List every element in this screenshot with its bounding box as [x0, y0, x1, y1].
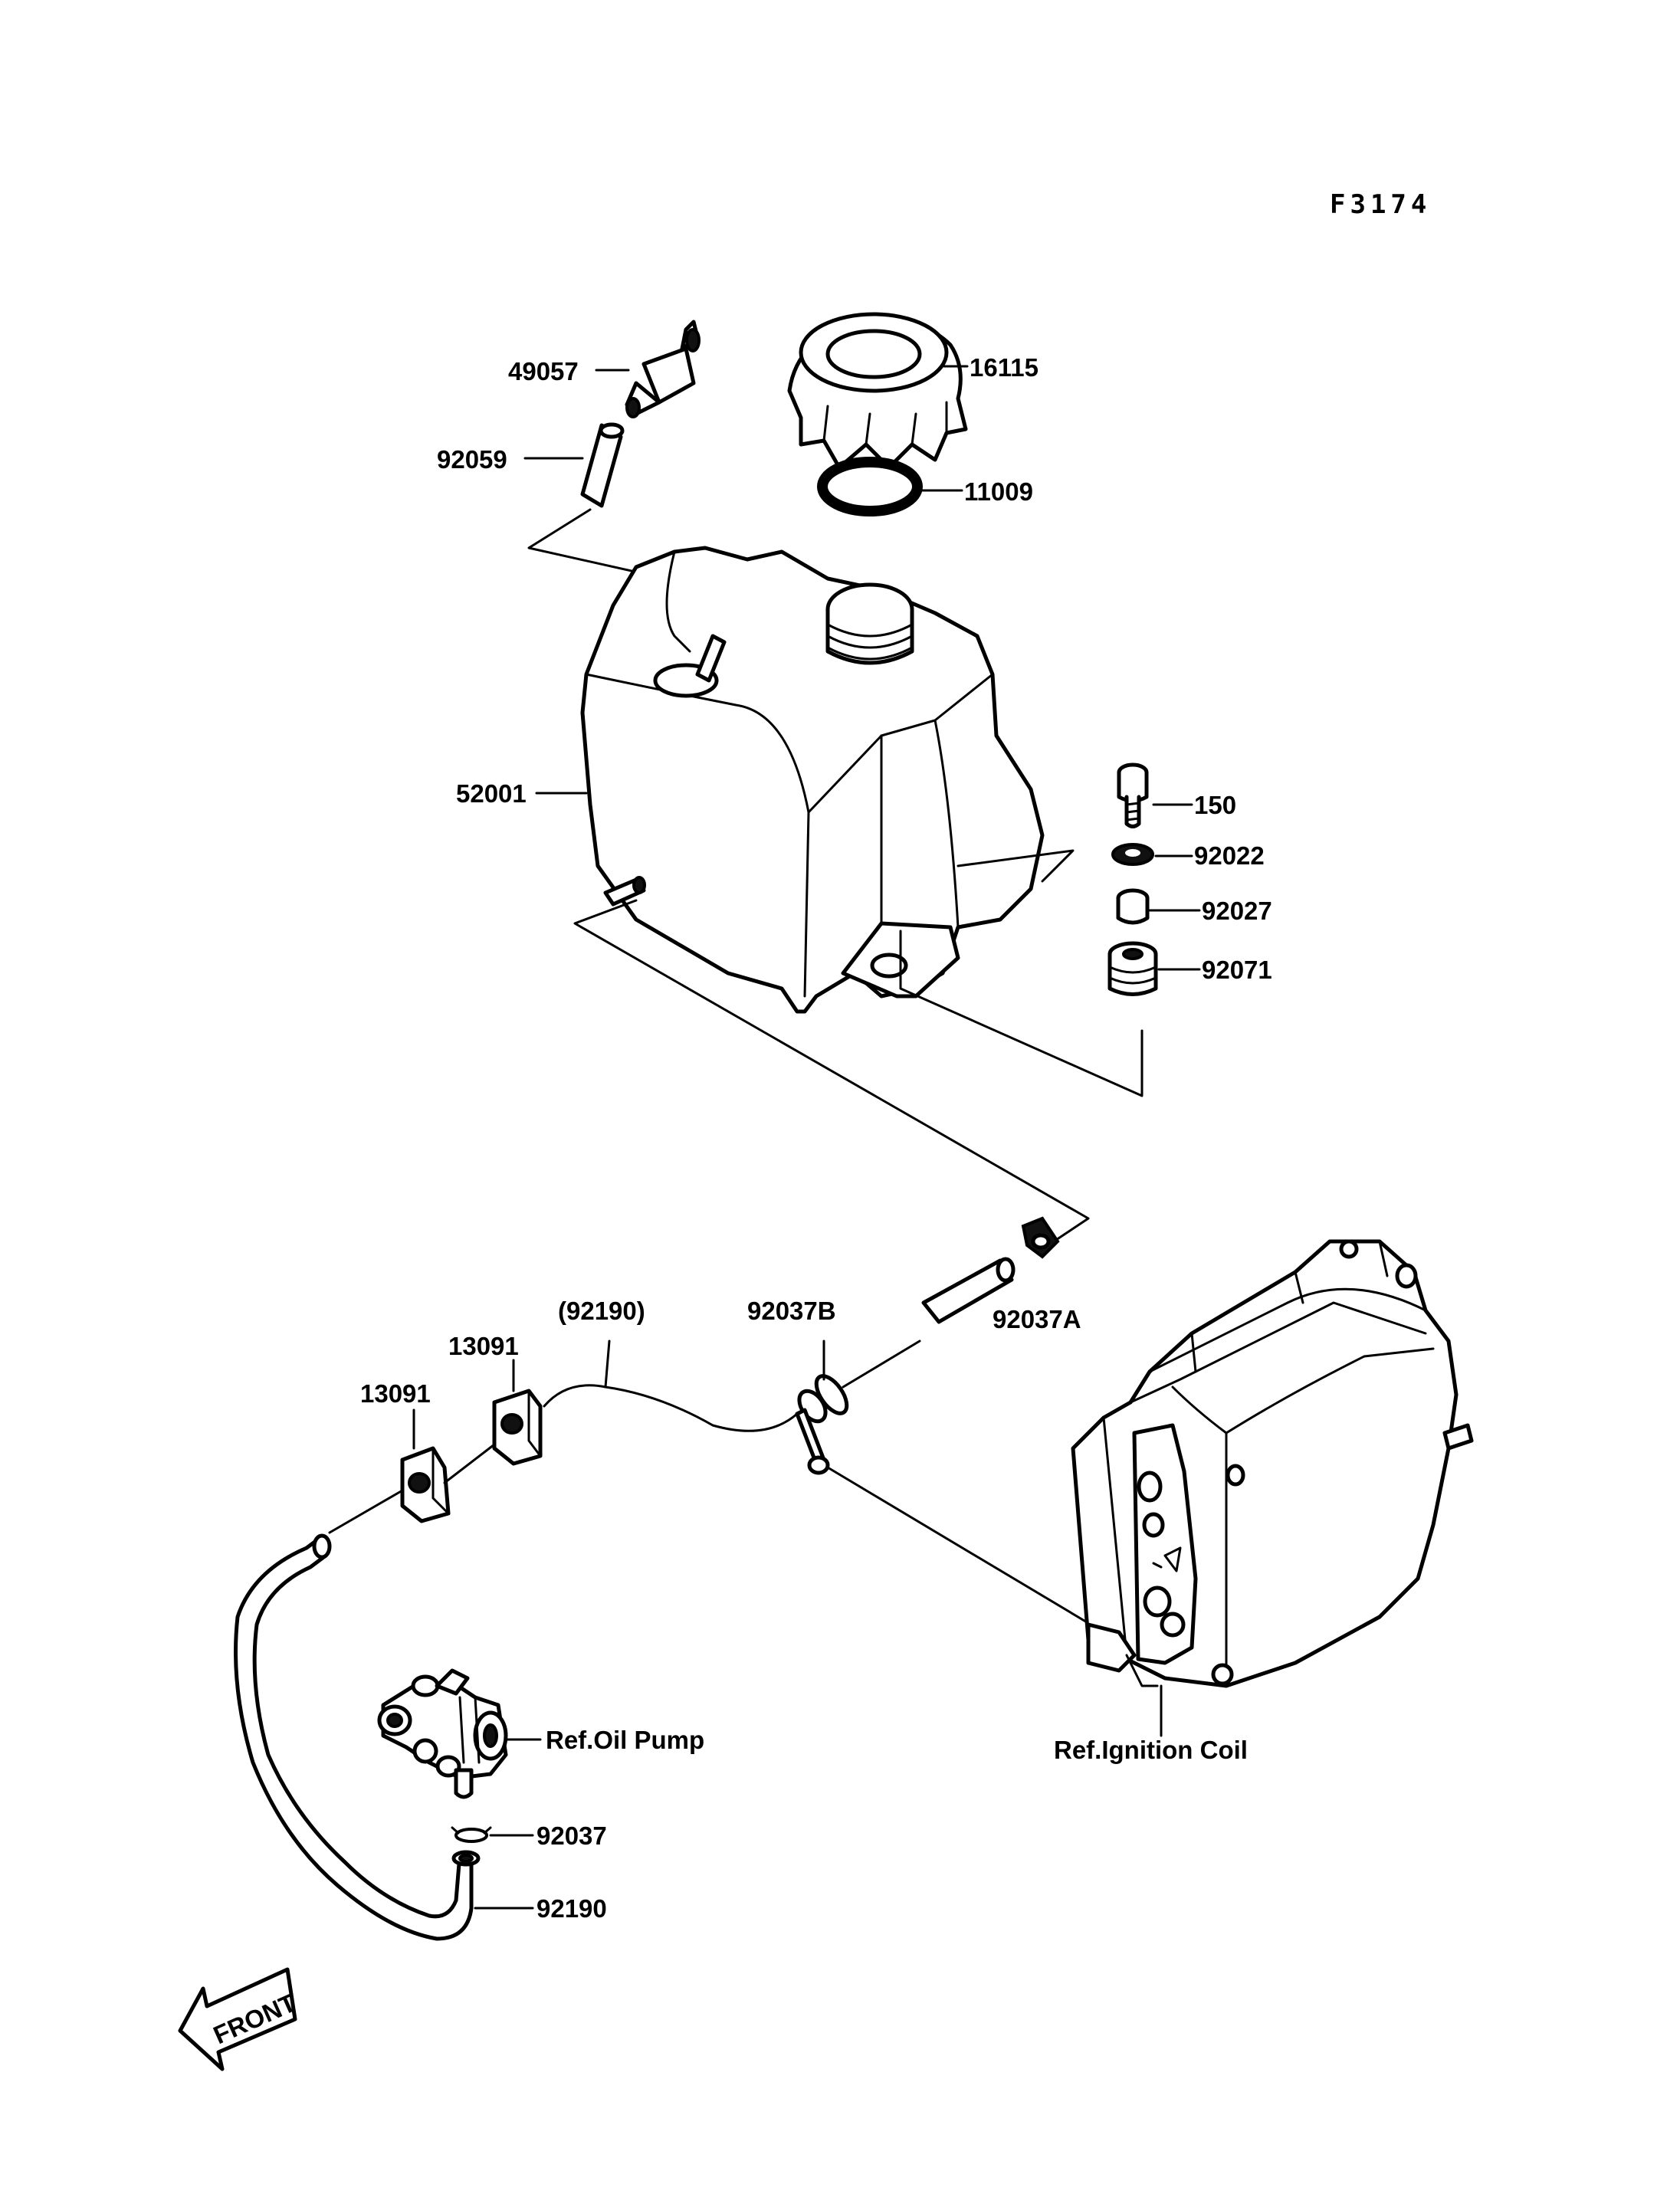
grommet-13091-lower: [400, 1446, 451, 1523]
leader-hose-to-clamp: [842, 1340, 921, 1389]
clip-92037: [451, 1826, 492, 1843]
oil-pump: [377, 1668, 508, 1799]
label-16115: 16115: [970, 353, 1039, 382]
label-13091-lower: 13091: [360, 1379, 431, 1408]
hose-segment: [921, 1257, 1016, 1324]
oil-hose-92190: [234, 1533, 481, 1941]
label-92059: 92059: [437, 445, 507, 474]
fuel-cap-16115: [787, 312, 968, 470]
label-11009: 11009: [964, 477, 1033, 506]
label-92190-ref: (92190): [558, 1297, 645, 1325]
label-150: 150: [1194, 791, 1236, 819]
leader-92190-ref: [604, 1340, 611, 1389]
label-ref-oil-pump: Ref.Oil Pump: [546, 1726, 704, 1754]
label-92022: 92022: [1194, 841, 1265, 870]
label-92027: 92027: [1202, 897, 1272, 925]
bolt-150: [1117, 762, 1149, 828]
hose-92190-ref: [543, 1384, 799, 1432]
label-49057: 49057: [508, 357, 579, 385]
clamp-92037A: [1021, 1216, 1060, 1259]
vent-valve-49057: [625, 320, 701, 418]
label-92071: 92071: [1202, 956, 1272, 984]
leader-tank-to-clamp: [573, 899, 1090, 1243]
grommet-13091-upper: [492, 1389, 543, 1466]
label-92037A: 92037A: [993, 1305, 1081, 1333]
figure-code: F3174: [1330, 189, 1431, 220]
damper-92071: [1107, 941, 1158, 996]
front-arrow: FRONT: [178, 1967, 300, 2071]
washer-92022: [1111, 843, 1154, 866]
clamp-92037B: [795, 1374, 849, 1475]
label-13091-upper: 13091: [448, 1332, 519, 1360]
leader-grommets: [328, 1443, 496, 1534]
label-ref-ignition-coil: Ref.Ignition Coil: [1054, 1736, 1248, 1764]
label-52001: 52001: [456, 779, 527, 808]
gasket-11009: [817, 457, 923, 516]
label-92190: 92190: [536, 1894, 607, 1923]
ignition-coil-box: [1071, 1239, 1474, 1688]
collar-92027: [1116, 888, 1150, 925]
leader-mount: [899, 930, 1144, 1097]
oil-tank-52001: [580, 546, 1075, 1014]
leader-clamp-to-coil: [826, 1466, 1105, 1634]
leader-13091: [412, 1359, 515, 1450]
vent-hose-92059: [580, 422, 625, 508]
label-92037B: 92037B: [747, 1297, 836, 1325]
label-92037: 92037: [536, 1822, 607, 1850]
